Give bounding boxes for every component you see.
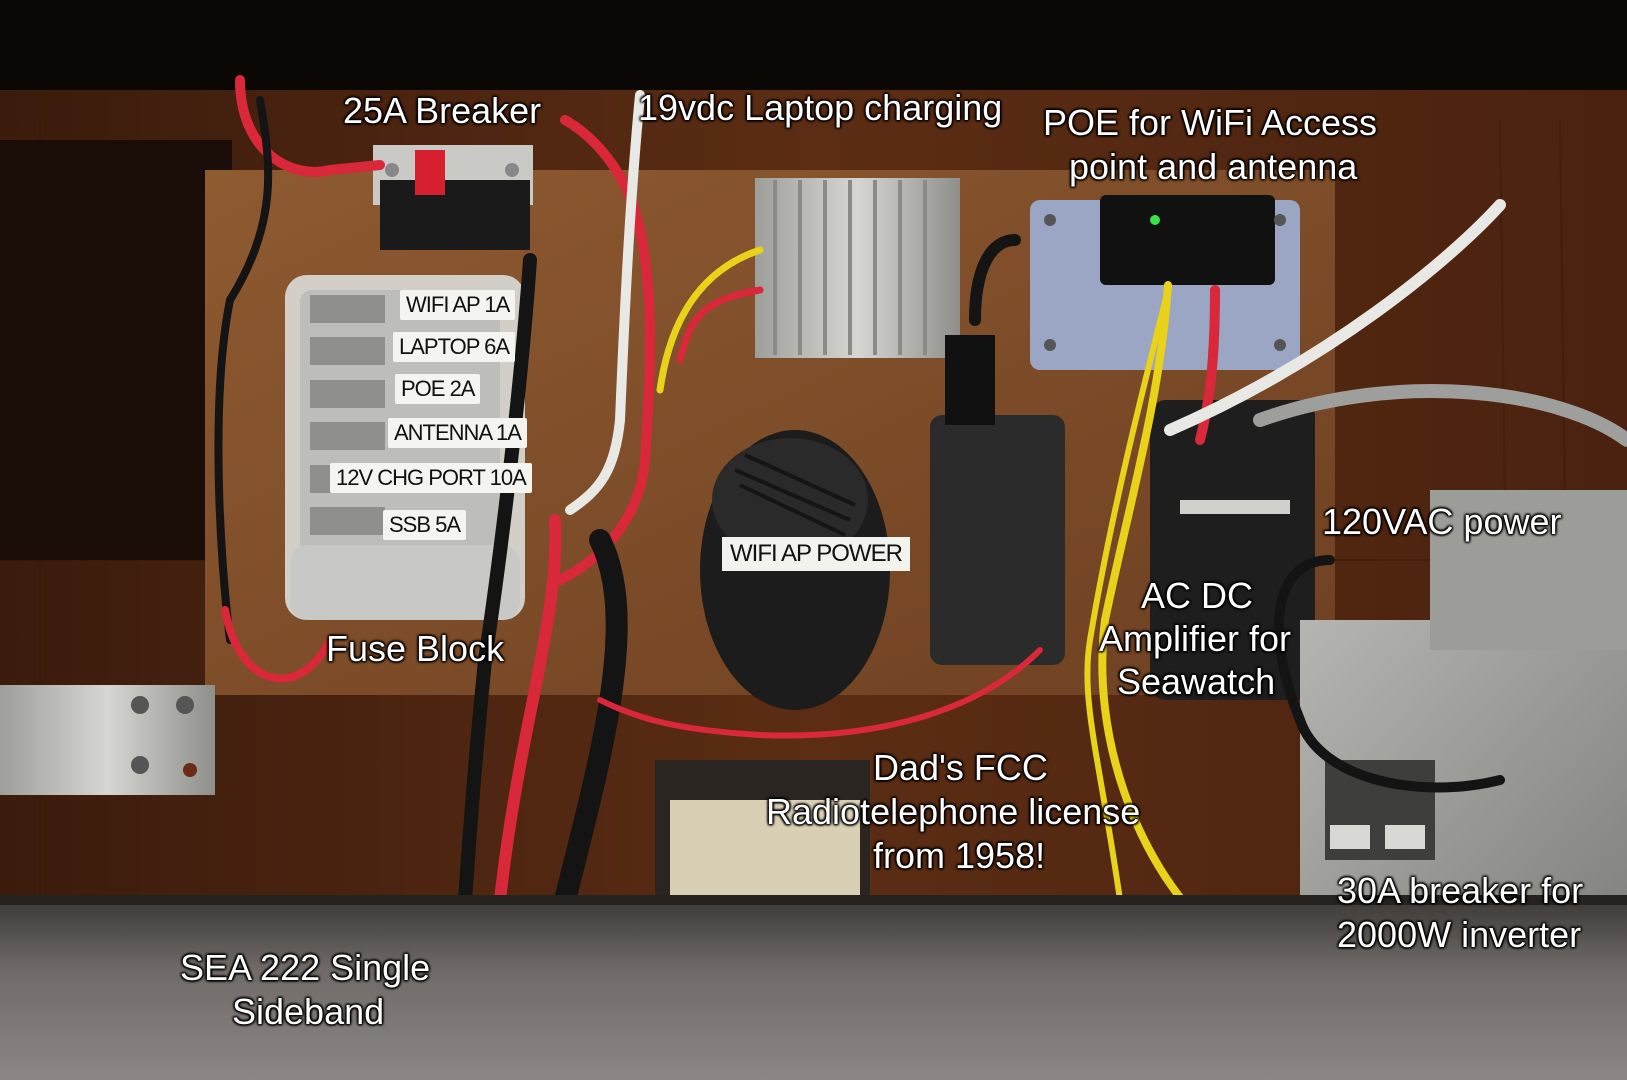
caption-fcc-line2: Radiotelephone license [766, 791, 1141, 832]
caption-ac-dc-line1: AC DC [1141, 575, 1254, 616]
fuse-label-wifi-ap: WIFI AP 1A [400, 290, 516, 320]
fuse-label-antenna: ANTENNA 1A [388, 418, 527, 448]
caption-poe-line2: point and antenna [1069, 146, 1358, 187]
breaker-25a [373, 145, 533, 250]
caption-ssb-line1: SEA 222 Single [180, 947, 431, 988]
fuse-label-12v-chg: 12V CHG PORT 10A [330, 463, 532, 493]
alfa-power-supply [930, 335, 1065, 665]
caption-laptop-charging: 19vdc Laptop charging [638, 87, 1003, 128]
caption-fcc-line3: from 1958! [873, 835, 1046, 876]
caption-ac-dc-line3: Seawatch [1117, 661, 1276, 702]
ssb-radio-top [0, 895, 1627, 1080]
caption-25a-breaker: 25A Breaker [343, 90, 542, 131]
caption-30a-line1: 30A breaker for [1337, 870, 1584, 911]
fuse-label-poe: POE 2A [395, 374, 481, 404]
wifi-ap-power-label: WIFI AP POWER [722, 537, 910, 571]
caption-120vac-power: 120VAC power [1322, 501, 1562, 542]
caption-ssb-line2: Sideband [232, 991, 385, 1032]
fuse-label-laptop: LAPTOP 6A [393, 332, 516, 362]
laptop-charger-heatsink [755, 178, 960, 358]
caption-poe-line1: POE for WiFi Access [1043, 102, 1378, 143]
caption-fuse-block: Fuse Block [326, 628, 505, 669]
wiring [214, 75, 1627, 924]
caption-ac-dc-line2: Amplifier for [1099, 618, 1292, 659]
caption-30a-line2: 2000W inverter [1337, 914, 1582, 955]
caption-fcc-line1: Dad's FCC [873, 747, 1048, 788]
fuse-label-ssb: SSB 5A [383, 510, 467, 540]
